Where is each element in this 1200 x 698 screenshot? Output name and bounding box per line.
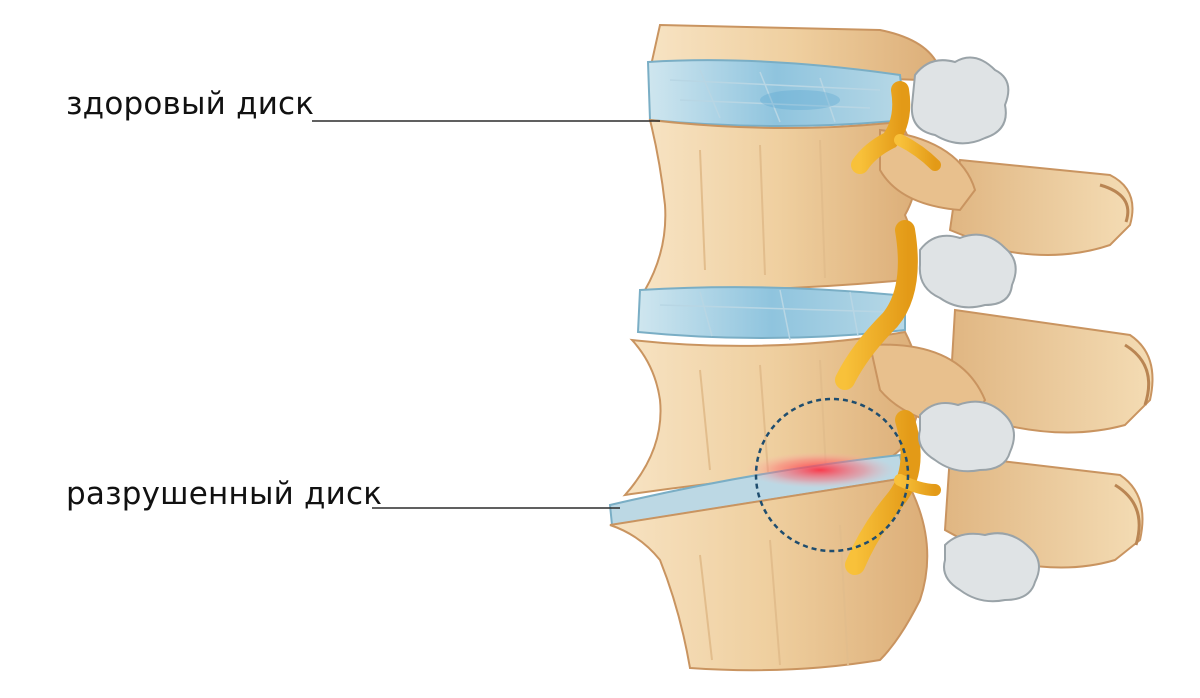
damage-marker-circle xyxy=(754,397,910,553)
middle-disc xyxy=(636,286,906,341)
inflammation-area xyxy=(745,452,895,488)
healthy-disc xyxy=(646,59,907,127)
spinous-processes xyxy=(943,158,1154,569)
label-healthy-disc: здоровый диск xyxy=(66,86,315,122)
label-damaged-disc: разрушенный диск xyxy=(66,476,383,512)
vertebra-3 xyxy=(609,476,929,672)
ganglia xyxy=(910,56,1040,603)
